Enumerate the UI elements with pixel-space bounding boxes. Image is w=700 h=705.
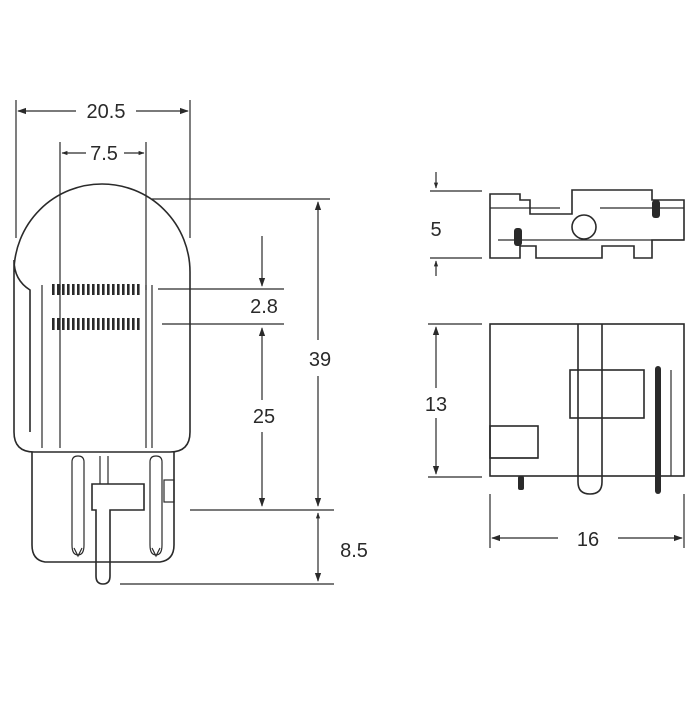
base-lead-right-tip — [151, 547, 161, 558]
bulb-front-view — [13, 183, 191, 585]
coil-turn — [132, 318, 135, 330]
base-top-contact-left — [514, 228, 522, 246]
coil-turn — [67, 284, 70, 295]
bulb-width-label: 20.5 — [87, 101, 126, 123]
coil-turn — [87, 284, 90, 295]
coil-turn — [97, 284, 100, 295]
base-top-dimensions: 5 — [430, 172, 482, 276]
coil-turn — [107, 284, 110, 295]
coil-turn — [82, 318, 85, 330]
coil-turn — [92, 318, 95, 330]
coil-turn — [132, 284, 135, 295]
base-side-window — [489, 425, 539, 459]
coil-turn — [82, 284, 85, 295]
base-top-view — [489, 189, 685, 259]
coil-turn — [67, 318, 70, 330]
glass-envelope — [13, 183, 191, 453]
bulb-overall-height-label: 39 — [309, 349, 331, 371]
base-lead-left-tip — [73, 547, 83, 558]
base-side-width-label: 16 — [577, 529, 599, 551]
center-stem — [91, 483, 145, 585]
coil-turn — [87, 318, 90, 330]
coil-turn — [57, 284, 60, 295]
coil-turn — [102, 284, 105, 295]
coil-turn — [137, 318, 140, 330]
lower-filament-coil — [52, 318, 140, 330]
base-top-contact-right — [652, 200, 660, 218]
coil-turn — [127, 318, 130, 330]
side-tab — [163, 479, 175, 503]
coil-turn — [77, 318, 80, 330]
upper-filament-coil — [52, 284, 140, 295]
base-side-pin — [518, 476, 524, 490]
base-side-clip — [569, 369, 645, 419]
coil-turn — [62, 318, 65, 330]
coil-turn — [52, 318, 55, 330]
base-lead-right — [149, 455, 163, 556]
coil-turn — [52, 284, 55, 295]
coil-turn — [122, 318, 125, 330]
base-side-contact — [655, 366, 661, 494]
coil-turn — [117, 284, 120, 295]
coil-turn — [97, 318, 100, 330]
base-side-stem — [577, 324, 603, 495]
base-top-hole — [571, 214, 597, 240]
lower-filament-height-label: 25 — [253, 406, 275, 428]
coil-turn — [112, 284, 115, 295]
coil-turn — [137, 284, 140, 295]
base-lead-left — [71, 455, 85, 556]
base-side-outline — [489, 323, 685, 477]
coil-turn — [122, 284, 125, 295]
base-side-height-label: 13 — [425, 394, 447, 416]
coil-turn — [127, 284, 130, 295]
base-height-label: 8.5 — [340, 540, 368, 562]
front-dimensions: 20.5 7.5 2.8 25 39 8.5 — [15, 100, 368, 585]
filament-gap-label: 2.8 — [250, 296, 278, 318]
coil-turn — [112, 318, 115, 330]
coil-turn — [77, 284, 80, 295]
coil-turn — [107, 318, 110, 330]
coil-turn — [72, 284, 75, 295]
base-side-view — [489, 323, 685, 495]
coil-turn — [57, 318, 60, 330]
coil-turn — [72, 318, 75, 330]
coil-turn — [102, 318, 105, 330]
base-top-thickness-label: 5 — [430, 219, 441, 241]
coil-turn — [117, 318, 120, 330]
coil-turn — [92, 284, 95, 295]
wedge-base — [31, 452, 175, 563]
filament-spacing-label: 7.5 — [90, 143, 118, 165]
coil-turn — [62, 284, 65, 295]
base-side-dimensions: 13 16 — [425, 323, 685, 551]
